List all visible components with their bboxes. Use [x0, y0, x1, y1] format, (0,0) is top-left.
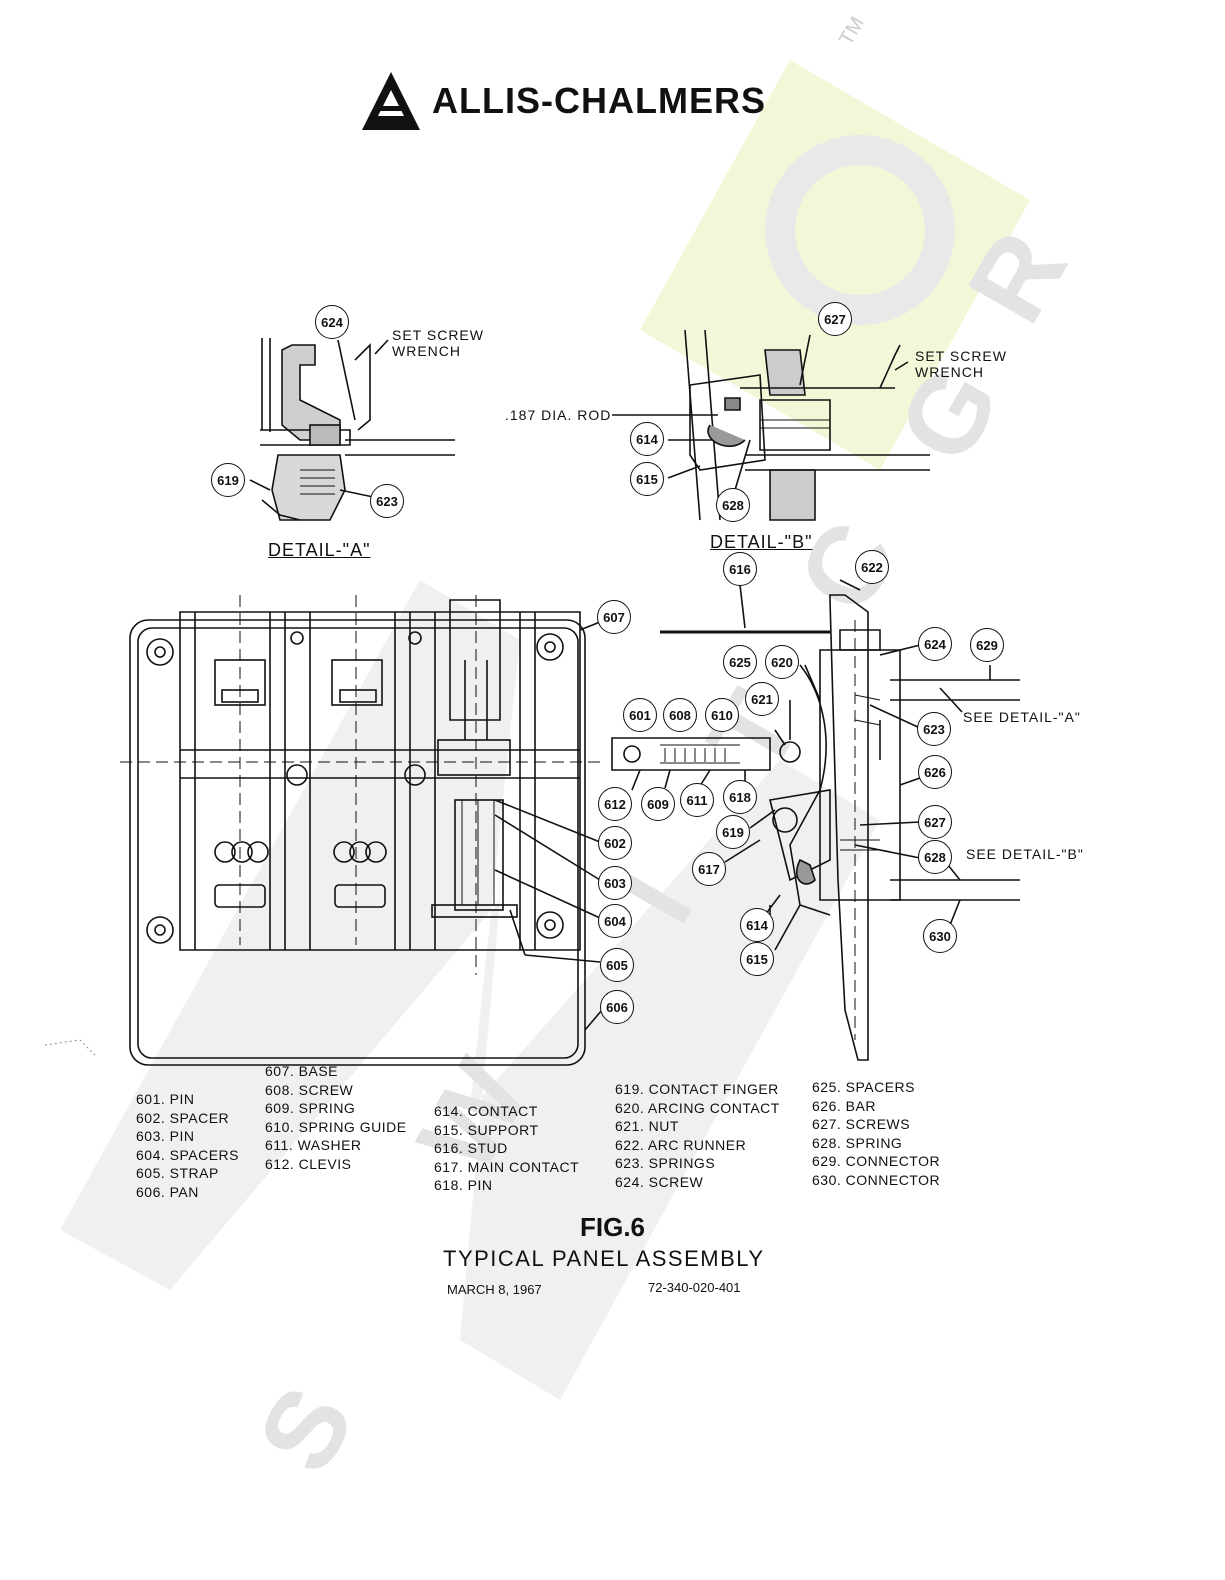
callout-609: 609 — [641, 787, 675, 821]
legend-item: 611. WASHER — [265, 1137, 362, 1153]
callout-614-detail-b: 614 — [630, 422, 664, 456]
legend-item: 622. ARC RUNNER — [615, 1136, 747, 1153]
callout-611: 611 — [680, 783, 714, 817]
legend-item: 614. CONTACT — [434, 1103, 538, 1119]
callout-627-detail-b: 627 — [818, 302, 852, 336]
callout-623-detail-a: 623 — [370, 484, 404, 518]
legend-item: 620. ARCING CONTACT — [615, 1099, 780, 1116]
legend-item: 625. SPACERS — [812, 1079, 916, 1095]
callout-601: 601 — [623, 698, 657, 732]
detail-a-title: DETAIL-"A" — [268, 540, 371, 560]
rod-note: .187 DIA. ROD — [505, 407, 612, 423]
callout-630: 630 — [923, 919, 957, 953]
legend-column-2: 607. BASE 608. SCREW 609. SPRING 610. SP… — [265, 1062, 407, 1173]
allis-chalmers-logo-icon — [362, 72, 420, 130]
callout-619-detail-a: 619 — [211, 463, 245, 497]
legend-item: 603. PIN — [136, 1128, 195, 1144]
callout-615: 615 — [740, 942, 774, 976]
figure-subtitle: TYPICAL PANEL ASSEMBLY — [443, 1246, 765, 1271]
legend-item: 621. NUT — [615, 1118, 679, 1134]
front-panel-drawing — [44, 595, 603, 1066]
callout-620: 620 — [765, 645, 799, 679]
legend-item: 605. STRAP — [136, 1165, 219, 1181]
callout-621: 621 — [745, 682, 779, 716]
detail-b-drawing — [612, 329, 930, 521]
callout-619: 619 — [716, 815, 750, 849]
callout-605: 605 — [600, 948, 634, 982]
legend-item: 607. BASE — [265, 1063, 338, 1079]
callout-607: 607 — [597, 600, 631, 634]
brand-name: ALLIS-CHALMERS — [432, 80, 766, 121]
callout-629: 629 — [970, 628, 1004, 662]
legend-item: 624. SCREW — [615, 1173, 704, 1190]
callout-617: 617 — [692, 852, 726, 886]
legend-item: 630. CONNECTOR — [812, 1171, 941, 1188]
side-view-drawing — [611, 579, 1020, 1061]
legend-item: 602. SPACER — [136, 1109, 230, 1126]
callout-626: 626 — [918, 755, 952, 789]
callout-616: 616 — [723, 552, 757, 586]
callout-615-detail-b: 615 — [630, 462, 664, 496]
callout-608: 608 — [663, 698, 697, 732]
legend-item: 612. CLEVIS — [265, 1155, 352, 1172]
legend-item: 604. SPACERS — [136, 1146, 240, 1163]
detail-b-title: DETAIL-"B" — [710, 532, 813, 552]
legend-item: 610. SPRING GUIDE — [265, 1118, 407, 1135]
legend-column-3: 614. CONTACT 615. SUPPORT 616. STUD 617.… — [434, 1102, 579, 1195]
callout-624: 624 — [918, 627, 952, 661]
detail-b-wrench-note: SET SCREW WRENCH — [915, 348, 1007, 380]
legend-item: 608. SCREW — [265, 1081, 354, 1098]
callout-622: 622 — [855, 550, 889, 584]
callout-618: 618 — [723, 780, 757, 814]
callout-602: 602 — [598, 826, 632, 860]
callout-610: 610 — [705, 698, 739, 732]
legend-item: 617. MAIN CONTACT — [434, 1158, 580, 1175]
see-detail-b-note: SEE DETAIL-"B" — [966, 846, 1084, 862]
legend-item: 616. STUD — [434, 1140, 508, 1156]
legend-item: 609. SPRING — [265, 1100, 356, 1116]
callout-625: 625 — [723, 645, 757, 679]
legend-item: 627. SCREWS — [812, 1116, 911, 1132]
detail-a-wrench-note: SET SCREW WRENCH — [392, 327, 484, 359]
legend-item: 615. SUPPORT — [434, 1121, 539, 1138]
detail-a-drawing — [249, 338, 455, 521]
callout-614: 614 — [740, 908, 774, 942]
figure-title: FIG.6 — [579, 1212, 645, 1242]
legend-item: 623. SPRINGS — [615, 1155, 716, 1171]
legend-column-1: 601. PIN 602. SPACER 603. PIN 604. SPACE… — [136, 1090, 239, 1201]
brand-header: ALLIS-CHALMERS — [360, 66, 766, 136]
callout-606: 606 — [600, 990, 634, 1024]
legend-item: 601. PIN — [136, 1091, 195, 1107]
callout-623: 623 — [917, 712, 951, 746]
legend-column-5: 625. SPACERS 626. BAR 627. SCREWS 628. S… — [812, 1078, 940, 1189]
figure-date: MARCH 8, 1967 — [447, 1282, 542, 1297]
callout-604: 604 — [598, 904, 632, 938]
callout-628: 628 — [918, 840, 952, 874]
callout-624-detail-a: 624 — [315, 305, 349, 339]
parts-legend: 601. PIN 602. SPACER 603. PIN 604. SPACE… — [0, 1063, 1225, 1208]
legend-item: 626. BAR — [812, 1097, 876, 1114]
legend-item: 619. CONTACT FINGER — [615, 1081, 779, 1097]
callout-627: 627 — [918, 805, 952, 839]
callout-628-detail-b: 628 — [716, 488, 750, 522]
see-detail-a-note: SEE DETAIL-"A" — [963, 709, 1081, 725]
callout-603: 603 — [598, 866, 632, 900]
callout-612: 612 — [598, 787, 632, 821]
legend-item: 628. SPRING — [812, 1134, 903, 1151]
legend-item: 629. CONNECTOR — [812, 1153, 941, 1169]
legend-column-4: 619. CONTACT FINGER 620. ARCING CONTACT … — [615, 1080, 780, 1191]
legend-item: 618. PIN — [434, 1177, 493, 1193]
drawing-number: 72-340-020-401 — [648, 1280, 741, 1295]
legend-item: 606. PAN — [136, 1183, 199, 1200]
